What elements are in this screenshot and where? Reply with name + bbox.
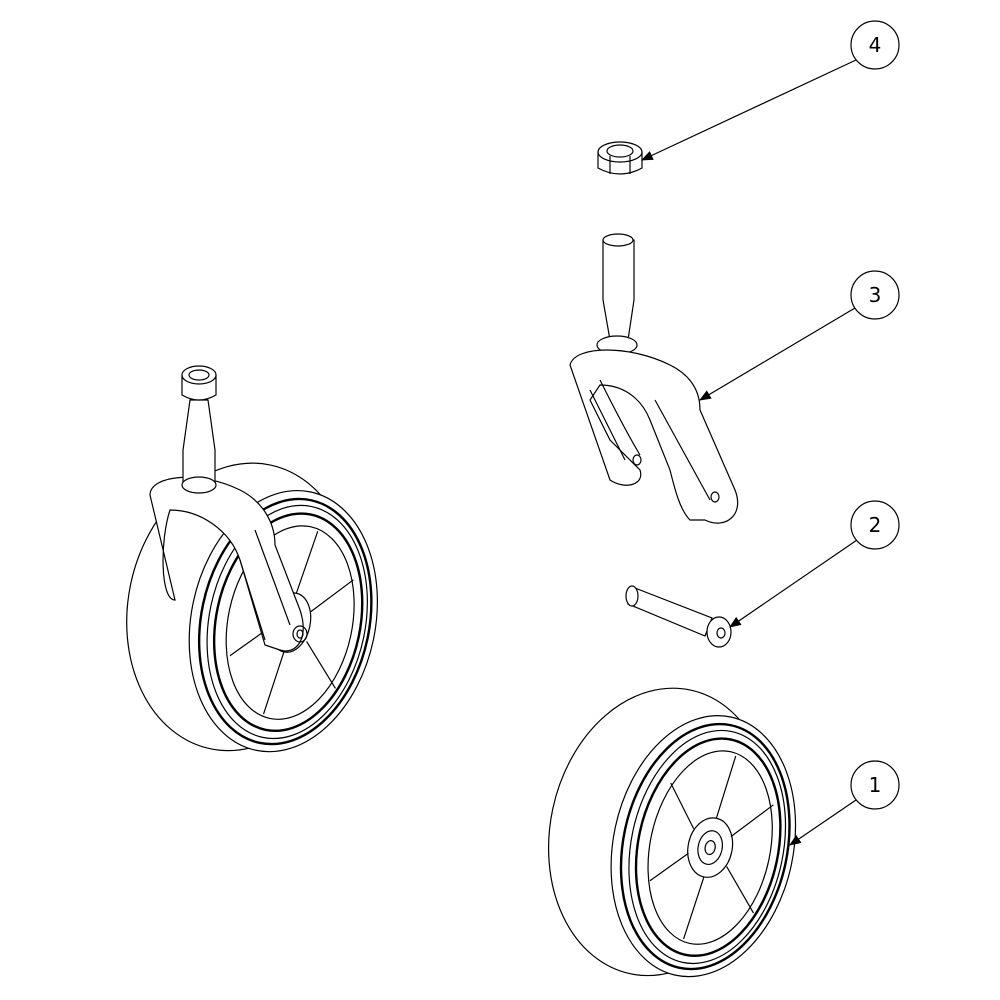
assembled-stem [181, 365, 217, 494]
balloon-1: 1 [850, 760, 900, 810]
balloon-1-label: 1 [869, 773, 882, 797]
part-axle-bolt [625, 585, 732, 648]
balloon-3-label: 3 [869, 283, 882, 307]
assembled-caster [126, 365, 378, 753]
balloon-4: 4 [850, 20, 900, 70]
part-wheel [547, 687, 797, 978]
part-caster-fork [569, 233, 739, 524]
balloon-2-label: 2 [869, 513, 882, 537]
balloon-4-label: 4 [869, 33, 882, 57]
part-lock-nut [597, 141, 643, 175]
leader-lines [640, 59, 858, 846]
assembled-fork [149, 476, 308, 652]
balloon-2: 2 [850, 500, 900, 550]
assembled-wheel [126, 462, 378, 753]
balloon-3: 3 [850, 270, 900, 320]
